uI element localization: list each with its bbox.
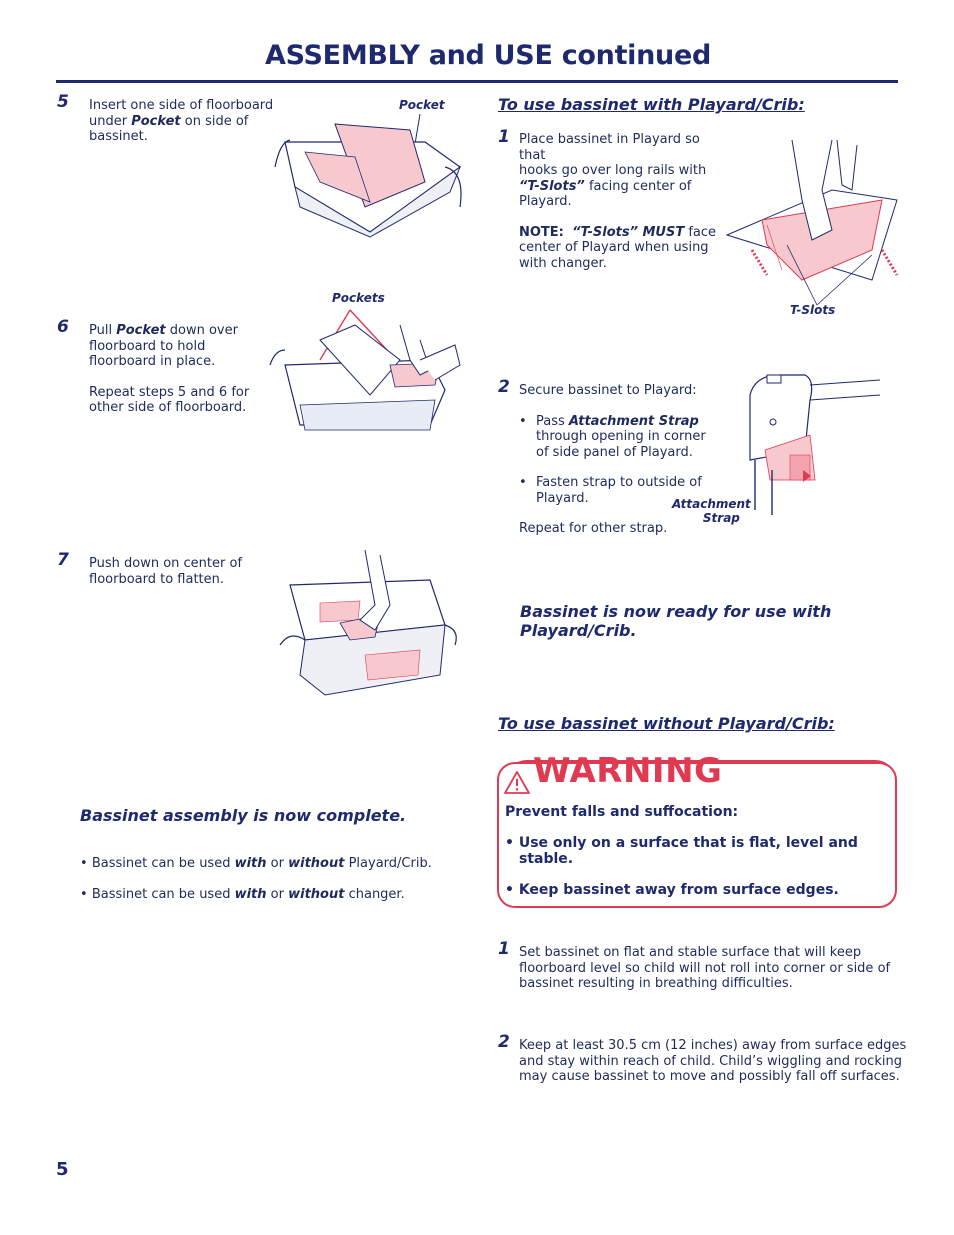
- step-7-number: 7: [57, 550, 69, 570]
- warning-title: WARNING: [533, 751, 723, 791]
- without-step-2-number: 2: [498, 1032, 510, 1052]
- with-playard-heading: To use bassinet with Playard/Crib:: [498, 95, 805, 114]
- step-6-illustration: [269, 309, 461, 431]
- warning-triangle-icon: [504, 771, 530, 794]
- step-5-number: 5: [57, 92, 69, 112]
- bullet-playard: • Bassinet can be used with or without P…: [80, 856, 432, 871]
- playard-step-2-text: Secure bassinet to Playard: •Pass Attach…: [519, 383, 706, 536]
- without-step-2-text: Keep at least 30.5 cm (12 inches) away f…: [519, 1038, 907, 1084]
- t-slots-label: T-Slots: [790, 303, 836, 317]
- playard-step-1-number: 1: [498, 127, 510, 147]
- without-step-1-number: 1: [498, 939, 510, 959]
- playard-step-2-number: 2: [498, 377, 510, 397]
- step-7-illustration: [279, 549, 457, 696]
- warning-box: [497, 762, 897, 908]
- step-7-text: Push down on center of floorboard to fla…: [89, 556, 243, 587]
- pockets-label: Pockets: [332, 291, 385, 305]
- playard-step-2-illustration: [749, 374, 881, 515]
- attachment-strap-label: Attachment Strap: [672, 497, 751, 525]
- step-5-text: Insert one side of floorboard under Pock…: [89, 98, 274, 144]
- ready-heading: Bassinet is now ready for use with Playa…: [520, 602, 832, 640]
- step-6-number: 6: [57, 317, 69, 337]
- bullet-changer: • Bassinet can be used with or without c…: [80, 887, 405, 902]
- step-5-illustration: [274, 113, 462, 238]
- step-6-text: Pull Pocket down over floorboard to hold…: [89, 323, 250, 415]
- playard-step-1-text: Place bassinet in Playard so that hooks …: [519, 132, 717, 271]
- pocket-label: Pocket: [399, 98, 445, 112]
- playard-step-1-illustration: [725, 139, 899, 306]
- warning-text: Prevent falls and suffocation: • Use onl…: [505, 804, 858, 898]
- page-title: ASSEMBLY and USE continued: [265, 40, 712, 71]
- page-number: 5: [56, 1159, 69, 1180]
- header-rule: [56, 80, 898, 83]
- without-playard-heading: To use bassinet without Playard/Crib:: [498, 714, 835, 733]
- assembly-complete-heading: Bassinet assembly is now complete.: [80, 806, 407, 825]
- without-step-1-text: Set bassinet on flat and stable surface …: [519, 945, 891, 991]
